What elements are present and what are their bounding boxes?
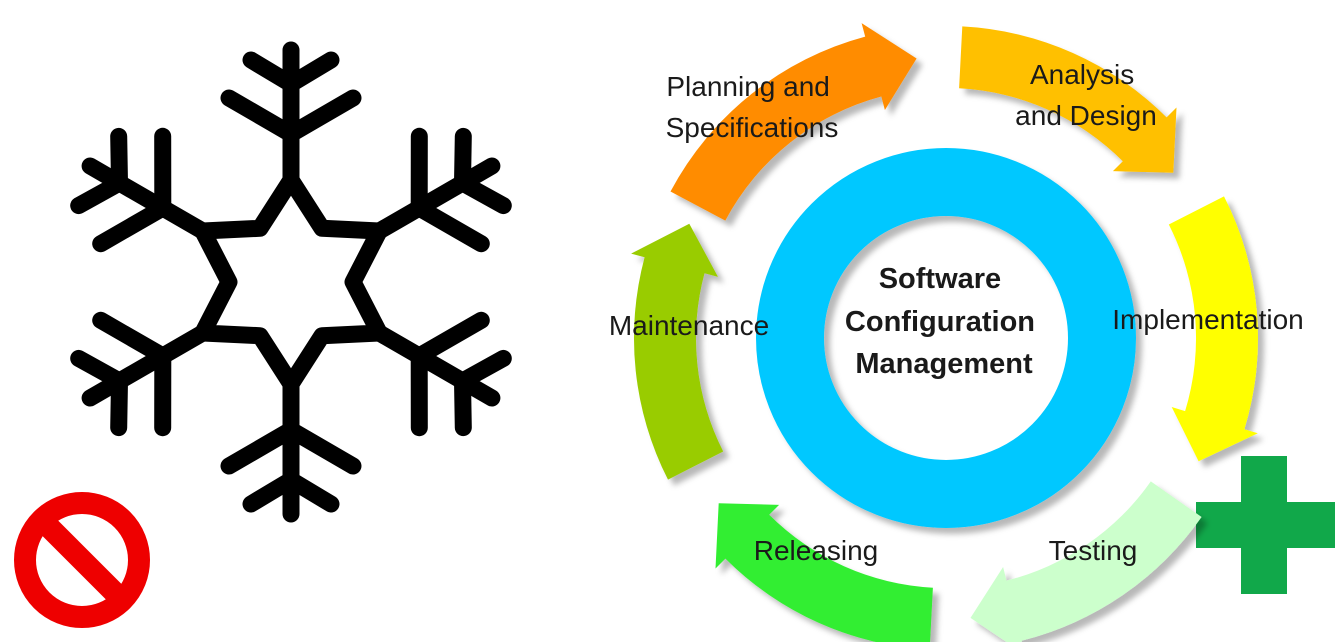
- snowflake-stroke: [410, 311, 490, 365]
- plus-icon: [1196, 456, 1335, 594]
- snowflake-stroke: [220, 421, 300, 475]
- prohibited-icon: [14, 492, 150, 628]
- stage-label-analysis: Analysis and Design: [1015, 59, 1157, 131]
- snowflake-stroke: [282, 421, 362, 475]
- center-title: Software Configuration Management: [845, 263, 1043, 380]
- stage-label-releasing: Releasing: [754, 535, 879, 566]
- stage-label-planning: Planning and Specifications: [666, 71, 839, 143]
- arrow-implementation: [1168, 196, 1259, 462]
- center-title-line-3: Management: [855, 348, 1033, 380]
- snowflake-stroke: [282, 89, 362, 143]
- snowflake-stroke: [369, 323, 501, 407]
- arrow-testing: [970, 481, 1202, 642]
- snowflake-stroke: [110, 127, 128, 192]
- snowflake-icon: [70, 41, 512, 523]
- snowflake-stroke: [242, 471, 300, 513]
- snowflake-stroke: [92, 199, 172, 253]
- snowflake-stroke: [81, 157, 213, 241]
- stage-label-implementation: Implementation: [1112, 304, 1303, 335]
- snowflake-stroke: [70, 349, 128, 390]
- arrow-releasing: [715, 503, 933, 642]
- center-title-line-2: Configuration: [845, 306, 1035, 338]
- center-ring: [756, 148, 1136, 528]
- center-title-line-1: Software: [879, 263, 1001, 295]
- cycle-arrows: [631, 23, 1259, 642]
- snowflake-stroke: [454, 372, 472, 437]
- stage-label-testing: Testing: [1049, 535, 1138, 566]
- snowflake-stroke: [282, 51, 340, 93]
- snowflake-stroke: [81, 323, 213, 407]
- arrow-analysis: [959, 26, 1177, 173]
- snowflake-stroke: [220, 89, 300, 143]
- snowflake-stroke: [92, 311, 172, 365]
- arrow-planning: [670, 23, 917, 221]
- snowflake-star: [194, 171, 388, 393]
- snowflake-stroke: [410, 199, 490, 253]
- snowflake-stroke: [454, 174, 512, 215]
- snowflake-stroke: [369, 157, 501, 241]
- stage-label-maintenance: Maintenance: [609, 310, 769, 341]
- arrow-maintenance: [631, 223, 724, 480]
